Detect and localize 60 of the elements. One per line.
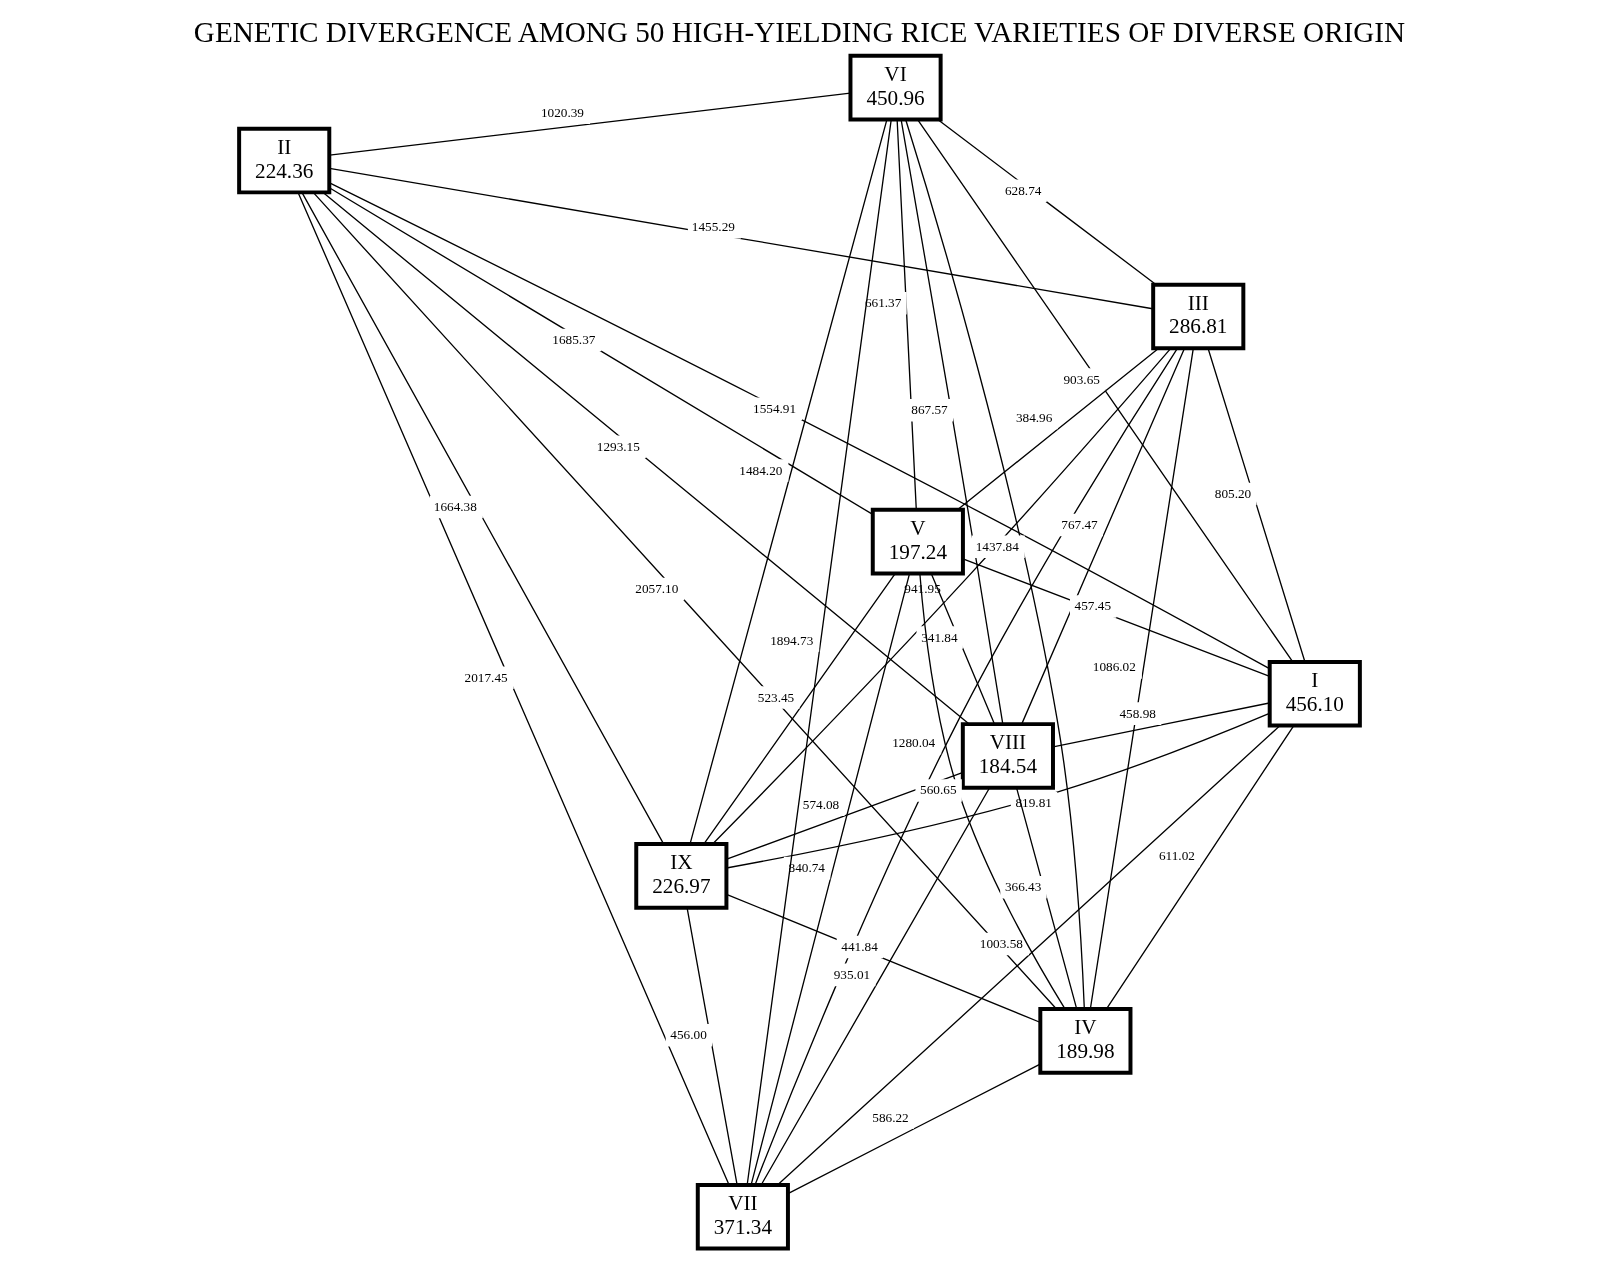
edge-label: 1484.20	[738, 462, 782, 478]
node-box: II 224.36	[236, 126, 331, 195]
edge-label: 2017.45	[464, 669, 508, 685]
edge-label: 457.45	[1074, 598, 1111, 614]
node-box: IV 189.98	[1037, 1007, 1132, 1075]
edge-label: 1664.38	[433, 499, 477, 515]
edge-label: 767.47	[1060, 517, 1098, 533]
edge-label: 1086.02	[1092, 659, 1136, 675]
edge-label: 935.01	[833, 966, 870, 982]
connector	[786, 1063, 1041, 1195]
edge-label: 366.43	[1004, 879, 1041, 895]
edge-label: 560.65	[919, 782, 957, 798]
connector	[776, 724, 1281, 1186]
edge-label: 1455.29	[691, 219, 735, 235]
edge-label: 456.00	[669, 1027, 707, 1043]
edge-label: 1003.58	[979, 935, 1023, 951]
connector	[328, 92, 851, 156]
connector	[328, 187, 873, 516]
edge-label: 523.45	[757, 689, 794, 705]
connector	[725, 893, 1041, 1023]
connector	[956, 348, 1159, 511]
edge-label: 1020.39	[540, 104, 584, 120]
edge-label: 805.20	[1214, 485, 1251, 501]
edge-label: 1437.84	[975, 538, 1019, 554]
edge-label: 441.84	[840, 938, 878, 954]
node-box: I 456.10	[1267, 659, 1362, 728]
node-box: IX 226.97	[633, 842, 728, 910]
node-box: VI 450.96	[848, 53, 943, 122]
node-box: III 286.81	[1150, 282, 1245, 351]
connector	[328, 167, 1153, 310]
edge-label: 611.02	[1158, 848, 1195, 864]
edge-label: 458.98	[1118, 705, 1156, 721]
edge-label: 1280.04	[891, 735, 935, 751]
edge-label: 867.57	[910, 402, 948, 418]
node-box: VIII 184.54	[960, 722, 1055, 790]
edge-label: 903.65	[1062, 371, 1100, 387]
edge-label: 1685.37	[551, 332, 595, 347]
connector	[686, 907, 738, 1186]
diagram-title: GENETIC DIVERGENCE AMONG 50 HIGH-YIELDING RICE VARIETIES OF DIVERSE ORIGIN	[193, 16, 1405, 49]
connector	[936, 119, 1156, 285]
connector	[760, 787, 990, 1186]
connector	[1105, 725, 1294, 1010]
connector	[328, 182, 1270, 670]
edge-label: 1293.15	[596, 438, 640, 454]
edge-label: 574.08	[802, 796, 839, 812]
node-box: V 197.24	[870, 507, 965, 576]
connector	[711, 347, 1171, 845]
edge-label: 384.96	[1015, 410, 1052, 426]
connector	[297, 192, 730, 1186]
connector	[702, 572, 896, 845]
edge-label: 628.74	[1004, 182, 1041, 198]
connector	[321, 191, 969, 725]
node-box: VII 371.34	[695, 1182, 790, 1251]
connector	[300, 192, 664, 845]
edge-label: 1894.73	[769, 632, 813, 648]
connector	[1015, 787, 1077, 1010]
connector	[895, 118, 917, 511]
edge-label: 2057.10	[634, 580, 678, 596]
edge-label: 586.22	[871, 1109, 909, 1125]
edge-label: 1554.91	[752, 400, 796, 416]
